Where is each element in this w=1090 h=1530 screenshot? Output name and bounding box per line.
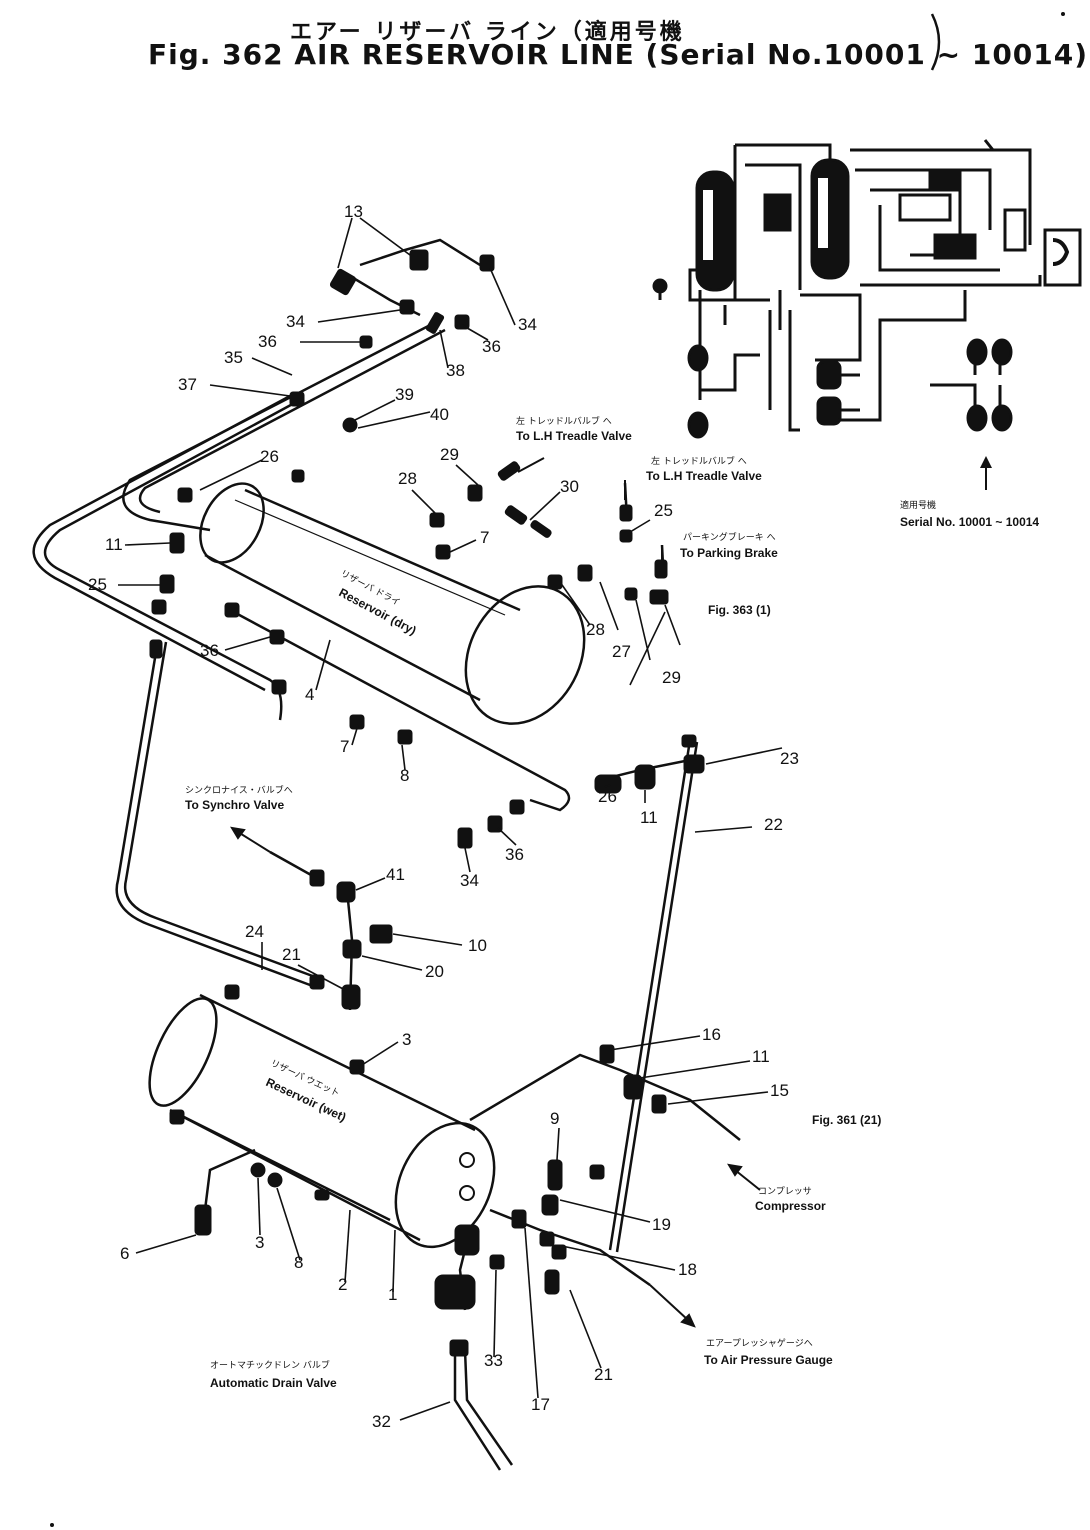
callout: 7 bbox=[340, 737, 349, 756]
callout: 6 bbox=[120, 1244, 129, 1263]
reservoir-dry: リザーバ ドライ Reservoir (dry) bbox=[199, 482, 586, 725]
air-pressure-gauge-label-japanese: エアープレッシャゲージへ bbox=[706, 1337, 813, 1349]
callout: 39 bbox=[395, 385, 414, 404]
callout: 7 bbox=[480, 528, 489, 547]
callout: 34 bbox=[460, 871, 479, 890]
figure-title-japanese: エアー リザーバ ライン（適用号機 bbox=[290, 20, 685, 45]
callout: 27 bbox=[612, 642, 631, 661]
callout: 11 bbox=[640, 808, 658, 827]
callout: 2 bbox=[338, 1275, 347, 1294]
compressor-label-japanese: コンプレッサ bbox=[758, 1186, 812, 1197]
scan-speck bbox=[50, 1523, 54, 1527]
callout: 24 bbox=[245, 922, 264, 941]
system-schematic-inset bbox=[652, 139, 1082, 439]
lh-treadle-valve-2-label-japanese: 左 トレッドルバルブ へ bbox=[651, 455, 747, 467]
automatic-drain-valve-label-japanese: オートマチックドレン バルブ bbox=[210, 1359, 330, 1371]
callout: 3 bbox=[402, 1030, 411, 1049]
lh-treadle-valve-1-label-japanese: 左 トレッドルバルブ へ bbox=[516, 415, 612, 427]
callout: 29 bbox=[440, 445, 459, 464]
callout: 26 bbox=[260, 447, 279, 466]
callout: 19 bbox=[652, 1215, 671, 1234]
inset-tank-right bbox=[810, 158, 850, 280]
callout: 33 bbox=[484, 1351, 503, 1370]
callout: 10 bbox=[468, 936, 487, 955]
callout: 35 bbox=[224, 348, 243, 367]
callout: 26 bbox=[598, 787, 617, 806]
lh-treadle-valve-1-label: To L.H Treadle Valve bbox=[516, 429, 632, 443]
inset-caption: Serial No. 10001 ~ 10014 bbox=[900, 515, 1039, 529]
callout: 16 bbox=[702, 1025, 721, 1044]
callout: 17 bbox=[531, 1395, 550, 1414]
piping bbox=[32, 238, 741, 1471]
inset-caption-japanese: 適用号機 bbox=[900, 499, 936, 511]
callout: 28 bbox=[398, 469, 417, 488]
inset-arrow bbox=[980, 456, 992, 490]
callout: 37 bbox=[178, 375, 197, 394]
callout: 23 bbox=[780, 749, 799, 768]
callout: 25 bbox=[654, 501, 673, 520]
leader-lines bbox=[118, 217, 783, 1421]
automatic-drain-valve-label: Automatic Drain Valve bbox=[210, 1376, 337, 1390]
callout: 28 bbox=[586, 620, 605, 639]
callout: 34 bbox=[518, 315, 537, 334]
callout: 21 bbox=[594, 1365, 613, 1384]
callout: 9 bbox=[550, 1109, 559, 1128]
reservoir-wet: リザーバ ウエット Reservoir (wet) bbox=[148, 993, 496, 1249]
lh-treadle-valve-2-label: To L.H Treadle Valve bbox=[646, 469, 762, 483]
inset-tank-left bbox=[695, 170, 735, 292]
callout: 1 bbox=[388, 1285, 397, 1304]
callout: 4 bbox=[305, 685, 314, 704]
callout: 41 bbox=[386, 865, 405, 884]
callout: 11 bbox=[752, 1047, 770, 1066]
destination-arrows bbox=[230, 457, 761, 1328]
air-pressure-gauge-label: To Air Pressure Gauge bbox=[704, 1353, 833, 1367]
callout: 20 bbox=[425, 962, 444, 981]
scan-speck bbox=[1061, 12, 1065, 16]
title-bracket bbox=[930, 13, 941, 71]
callout: 8 bbox=[294, 1253, 303, 1272]
callout: 29 bbox=[662, 668, 681, 687]
fittings bbox=[149, 249, 705, 1357]
callout: 25 bbox=[88, 575, 107, 594]
callout: 32 bbox=[372, 1412, 391, 1431]
callout: 36 bbox=[505, 845, 524, 864]
callout: 15 bbox=[770, 1081, 789, 1100]
parking-brake-label-japanese: パーキングブレーキ へ bbox=[683, 531, 776, 543]
callout: 36 bbox=[258, 332, 277, 351]
synchro-valve-label: To Synchro Valve bbox=[185, 798, 284, 812]
callout: 22 bbox=[764, 815, 783, 834]
callout: 30 bbox=[560, 477, 579, 496]
callout: 36 bbox=[482, 337, 501, 356]
callout: 13 bbox=[344, 202, 363, 221]
callout: 8 bbox=[400, 766, 409, 785]
callout: 40 bbox=[430, 405, 449, 424]
callout: 11 bbox=[105, 535, 123, 554]
callout: 21 bbox=[282, 945, 301, 964]
figure-reference-361: Fig. 361 (21) bbox=[812, 1113, 881, 1127]
callout: 34 bbox=[286, 312, 305, 331]
callout: 38 bbox=[446, 361, 465, 380]
callout: 18 bbox=[678, 1260, 697, 1279]
callout: 36 bbox=[200, 641, 219, 660]
figure-reference-363: Fig. 363 (1) bbox=[708, 603, 771, 617]
callout: 3 bbox=[255, 1233, 264, 1252]
figure-title: Fig. 362 AIR RESERVOIR LINE (Serial No.1… bbox=[148, 38, 1089, 71]
parking-brake-label: To Parking Brake bbox=[680, 546, 778, 560]
compressor-label: Compressor bbox=[755, 1199, 826, 1213]
synchro-valve-label-japanese: シンクロナイス・バルブへ bbox=[185, 784, 293, 796]
callout-numbers: 13 34 34 36 36 38 35 37 39 40 26 29 28 3… bbox=[88, 202, 799, 1431]
